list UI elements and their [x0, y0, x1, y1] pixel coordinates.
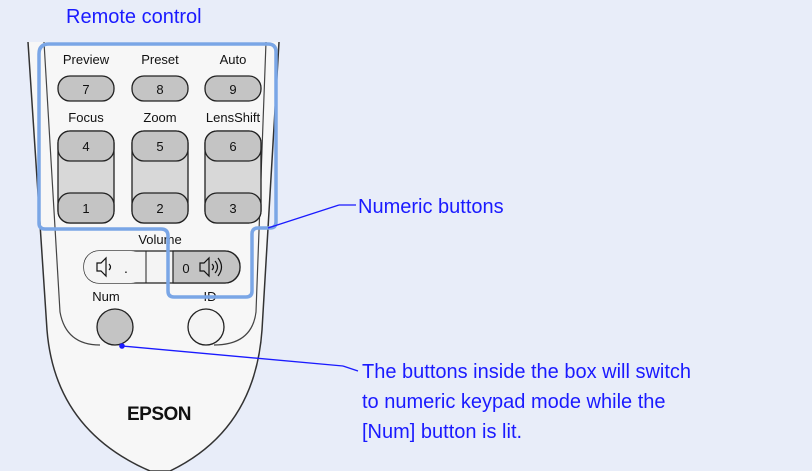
svg-text:1: 1 — [82, 201, 89, 216]
numeric-buttons-callout: Numeric buttons — [358, 196, 504, 218]
speaker-high-icon — [199, 256, 223, 278]
key-6[interactable]: 6 — [204, 130, 262, 162]
key-1[interactable]: 1 — [57, 192, 115, 224]
svg-text:8: 8 — [156, 82, 163, 97]
remote-inner-outline — [43, 41, 267, 346]
svg-text:9: 9 — [229, 82, 236, 97]
svg-text:3: 3 — [229, 201, 236, 216]
volume-zero: 0 — [182, 261, 189, 276]
svg-text:6: 6 — [229, 139, 236, 154]
num-button[interactable] — [96, 308, 134, 346]
num-leader-dot — [119, 343, 125, 349]
label-auto: Auto — [220, 52, 247, 67]
key-8[interactable]: 8 — [131, 75, 189, 102]
key-5[interactable]: 5 — [131, 130, 189, 162]
key-2[interactable]: 2 — [131, 192, 189, 224]
num-label: Num — [92, 289, 119, 304]
num-button-callout: The buttons inside the box will switch t… — [362, 357, 802, 447]
numeric-highlight-box — [37, 42, 278, 299]
svg-text:4: 4 — [82, 139, 89, 154]
numeric-leader-line — [267, 204, 340, 229]
brand-logo: EPSON — [127, 404, 191, 425]
label-lensshift: LensShift — [206, 110, 261, 125]
key-7[interactable]: 7 — [57, 75, 115, 102]
label-preview: Preview — [63, 52, 110, 67]
label-zoom: Zoom — [143, 110, 176, 125]
key-4[interactable]: 4 — [57, 130, 115, 162]
page-title: Remote control — [66, 6, 202, 28]
volume-up-button[interactable]: 0 — [172, 250, 241, 284]
callout-line: [Num] button is lit. — [362, 421, 523, 443]
svg-text:5: 5 — [156, 139, 163, 154]
id-button[interactable] — [187, 308, 225, 346]
callout-line: to numeric keypad mode while the — [362, 391, 666, 413]
callout-line: The buttons inside the box will switch — [362, 361, 692, 383]
volume-label: Volume — [138, 232, 181, 247]
volume-down-button[interactable]: . — [84, 251, 146, 283]
svg-text:2: 2 — [156, 201, 163, 216]
label-focus: Focus — [68, 110, 104, 125]
volume-dot: . — [124, 260, 128, 276]
label-preset: Preset — [141, 52, 179, 67]
speaker-low-icon — [96, 256, 112, 278]
svg-text:7: 7 — [82, 82, 89, 97]
key-9[interactable]: 9 — [204, 75, 262, 102]
key-3[interactable]: 3 — [204, 192, 262, 224]
num-leader-line — [121, 345, 344, 367]
num-leader-tick — [342, 365, 359, 372]
